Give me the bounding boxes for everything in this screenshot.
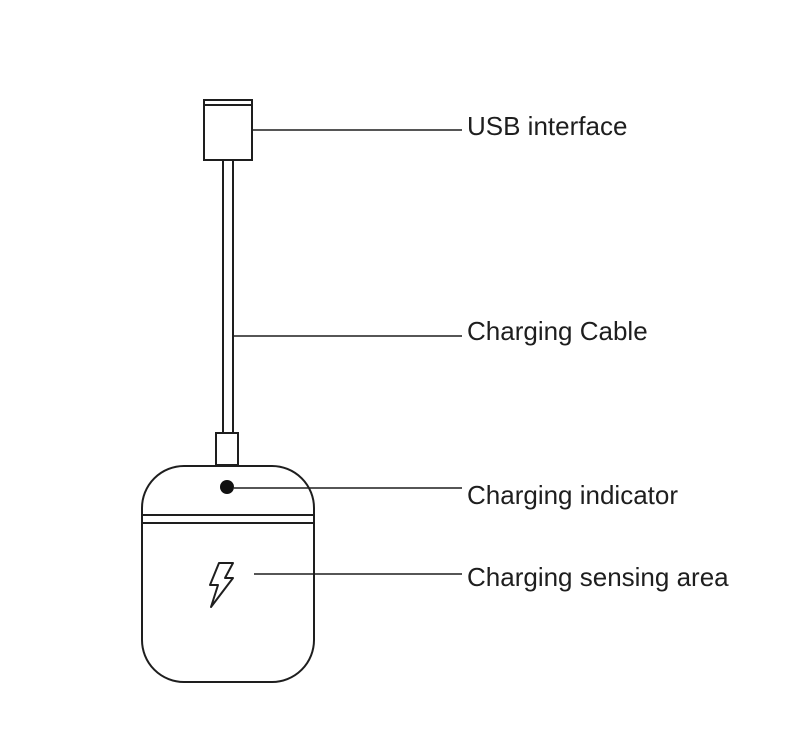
cable-strain-relief: [215, 432, 239, 466]
label-charging-sensing-area: Charging sensing area: [467, 562, 729, 592]
usb-connector: [203, 99, 253, 161]
lightning-bolt-icon: [209, 562, 234, 608]
label-usb-interface: USB interface: [467, 111, 628, 141]
label-charging-indicator: Charging indicator: [467, 480, 679, 510]
charging-cable: [222, 160, 234, 433]
label-charging-cable: Charging Cable: [467, 316, 648, 346]
indicator-dot-icon: [220, 480, 234, 494]
